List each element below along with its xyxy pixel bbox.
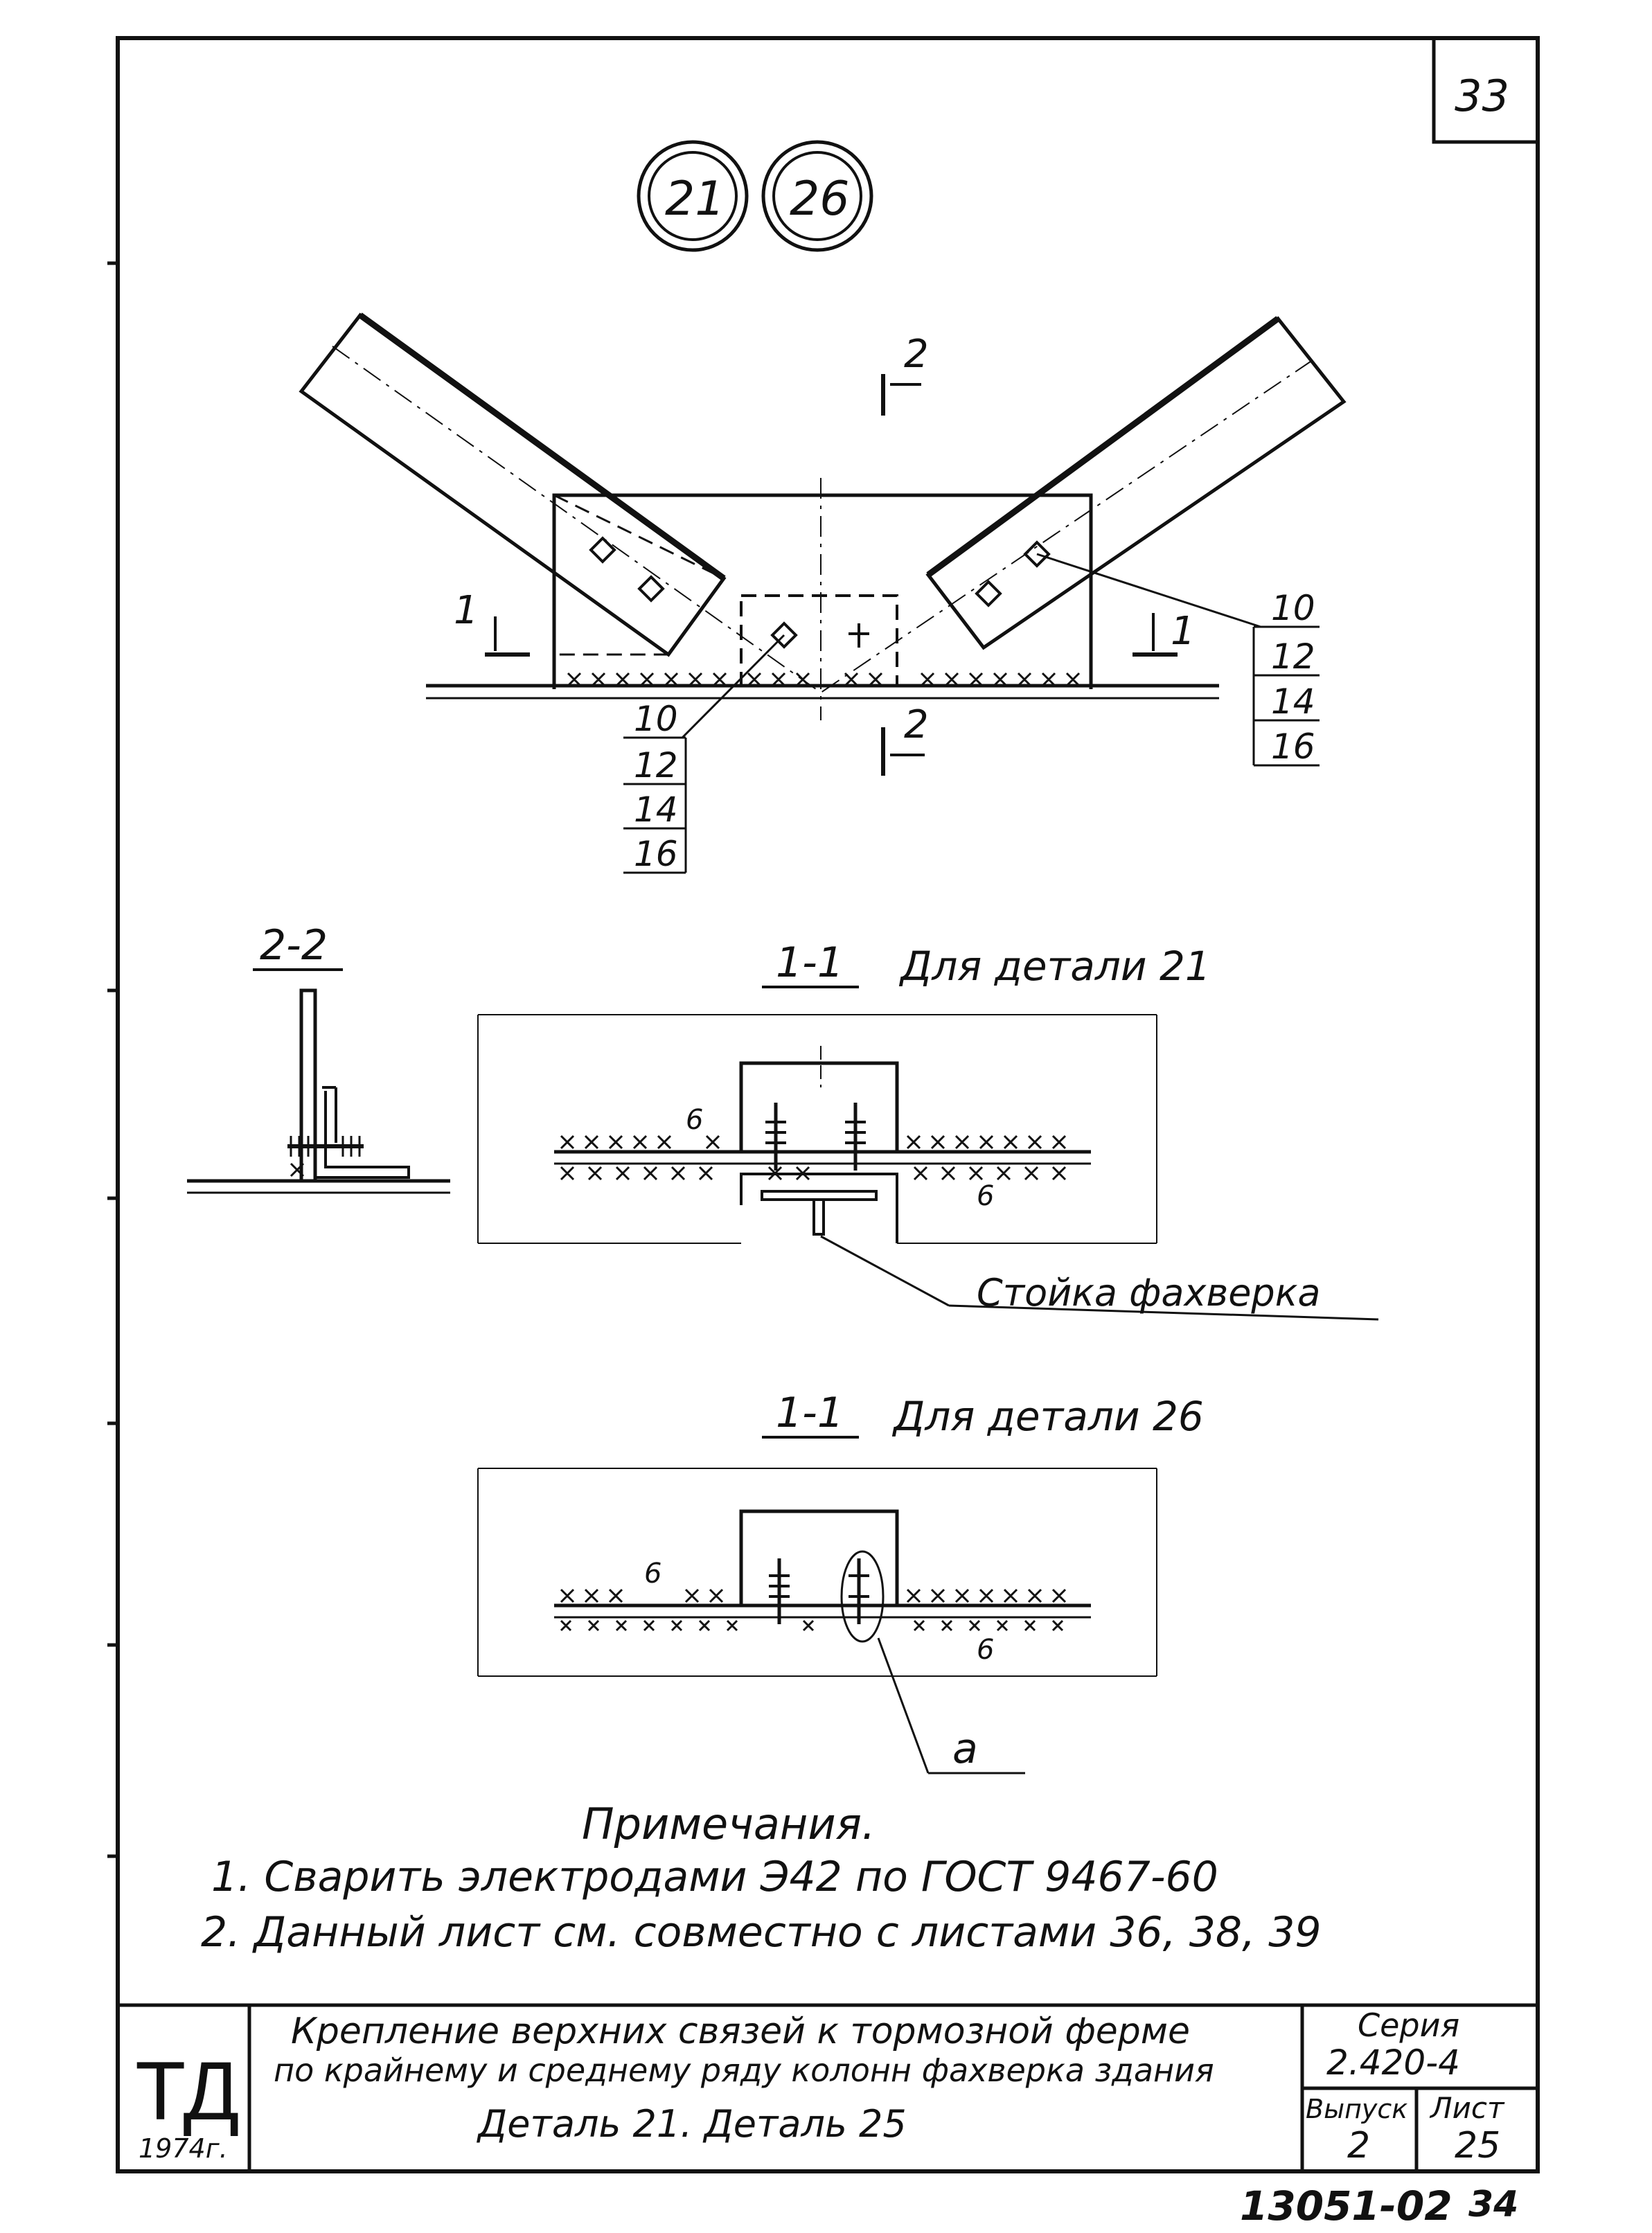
plan-labels-right: 10 12 14 16 [1036,553,1320,767]
section-marker-1-left: 1 [454,588,479,633]
section-1-1-a-weld-top: 6 [686,1104,703,1136]
issue-label: Выпуск [1306,2094,1407,2124]
sheet-number-box: 33 [1432,36,1540,144]
section-1-1-a-weld-bottom: 6 [977,1180,994,1212]
section-marker-2-bottom: 2 [904,702,929,747]
org-year: 1974г. [139,2133,228,2164]
plan-label-right-16: 16 [1271,727,1315,767]
notes: Примечания. 1. Сварить электродами Э42 п… [201,1799,1322,1957]
section-1-1-b-title: 1-1 [776,1389,844,1437]
plan-label-right-12: 12 [1271,637,1315,677]
callout-21: 21 [665,172,725,226]
note-2: 2. Данный лист см. совместно с листами 3… [201,1908,1322,1957]
section-1-1-b-weld-bottom: 6 [977,1634,994,1666]
plan-label-right-10: 10 [1271,588,1315,628]
section-marker-1-right: 1 [1171,609,1196,654]
footer-page: 34 [1468,2184,1518,2225]
issue-value: 2 [1347,2125,1370,2167]
sheet-frame [107,36,1540,2173]
plan-label-left-10: 10 [634,699,678,739]
section-1-1-b-caption: Для детали 26 [891,1393,1204,1440]
footer-code: 13051-02 [1240,2182,1453,2230]
section-1-1-detail-21: 1-1 Для детали 21 6 6 Стойка фахверка [477,938,1379,1321]
section-1-1-detail-26: 1-1 Для детали 26 6 6 а [477,1389,1204,1774]
section-1-1-a-leader-label: Стойка фахверка [977,1271,1320,1315]
org-mark: ТД [135,2045,240,2137]
plan-label-right-14: 14 [1271,682,1315,722]
section-2-2-title: 2-2 [260,921,328,970]
series-label: Серия [1358,2007,1459,2044]
sheet-number: 33 [1455,71,1509,121]
plan-label-left-12: 12 [634,745,678,785]
note-1: 1. Сварить электродами Э42 по ГОСТ 9467-… [211,1853,1218,1901]
plan-view: 2 2 1 1 [299,312,1347,776]
series-value: 2.420-4 [1326,2043,1460,2083]
title-block: ТД 1974г. Крепление верхних связей к тор… [118,2003,1538,2171]
section-marker-2-top: 2 [904,332,929,377]
title-line-2: по крайнему и среднему ряду колонн фахве… [274,2052,1214,2089]
callout-26: 26 [790,172,850,226]
sheet-label: Лист [1429,2091,1505,2125]
section-1-1-a-caption: Для детали 21 [898,943,1211,990]
title-line-3: Деталь 21. Деталь 25 [477,2102,907,2146]
detail-callouts: 21 26 [637,140,873,252]
sheet-value: 25 [1455,2125,1500,2167]
title-line-1: Крепление верхних связей к тормозной фер… [291,2011,1190,2052]
plan-label-left-14: 14 [634,790,678,830]
plan-label-left-16: 16 [634,834,678,874]
section-1-1-b-leader-label: а [952,1725,978,1773]
section-1-1-b-weld-top: 6 [644,1558,661,1590]
section-1-1-a-title: 1-1 [776,938,844,987]
plan-labels-left: 10 12 14 16 [623,634,785,874]
section-2-2: 2-2 [187,921,450,1194]
notes-heading: Примечания. [582,1799,876,1849]
